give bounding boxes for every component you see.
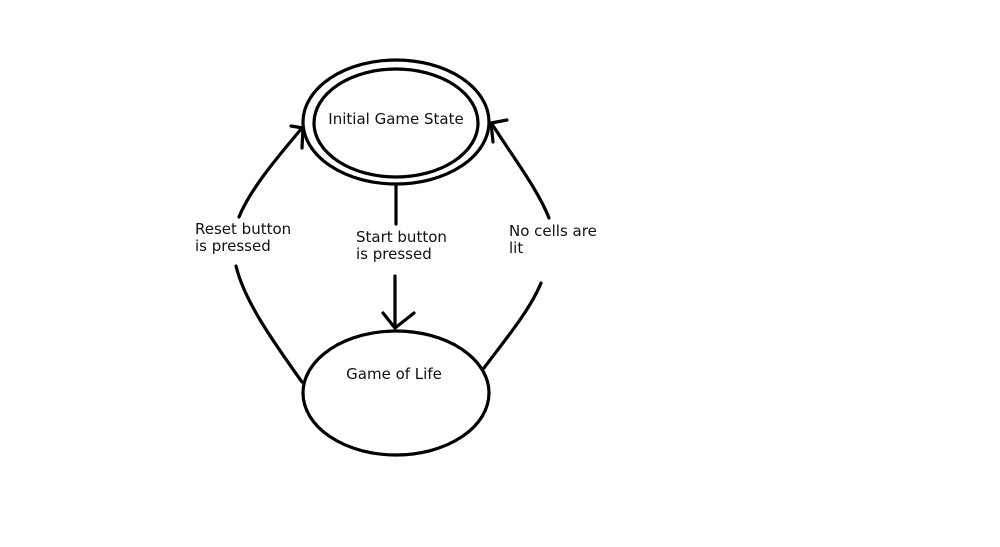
game-of-life-state-label: Game of Life bbox=[346, 365, 442, 383]
start-transition-label-line2: is pressed bbox=[356, 245, 432, 263]
initial-state-label: Initial Game State bbox=[328, 110, 464, 128]
initial-state-inner-ellipse bbox=[312, 67, 480, 179]
reset-transition-arrowhead bbox=[289, 124, 305, 150]
no-cells-transition-label: No cells are lit bbox=[509, 223, 597, 257]
reset-transition-curve-upper bbox=[237, 126, 304, 219]
no-cells-transition-curve-lower bbox=[482, 281, 543, 370]
no-cells-transition-arrowhead bbox=[489, 118, 509, 144]
reset-transition-label-line1: Reset button bbox=[195, 220, 292, 238]
no-cells-transition-label-line1: No cells are bbox=[509, 222, 597, 240]
start-transition-label: Start button is pressed bbox=[356, 229, 447, 263]
no-cells-transition-label-line2: lit bbox=[509, 239, 524, 257]
reset-transition-label-line2: is pressed bbox=[195, 237, 271, 255]
reset-transition-curve-lower bbox=[234, 264, 304, 384]
start-transition-arrowhead bbox=[381, 311, 416, 330]
reset-transition-label: Reset button is pressed bbox=[195, 221, 291, 255]
game-of-life-state-ellipse bbox=[301, 329, 491, 457]
start-transition-label-line1: Start button bbox=[356, 228, 447, 246]
no-cells-transition-curve-upper bbox=[490, 122, 551, 220]
